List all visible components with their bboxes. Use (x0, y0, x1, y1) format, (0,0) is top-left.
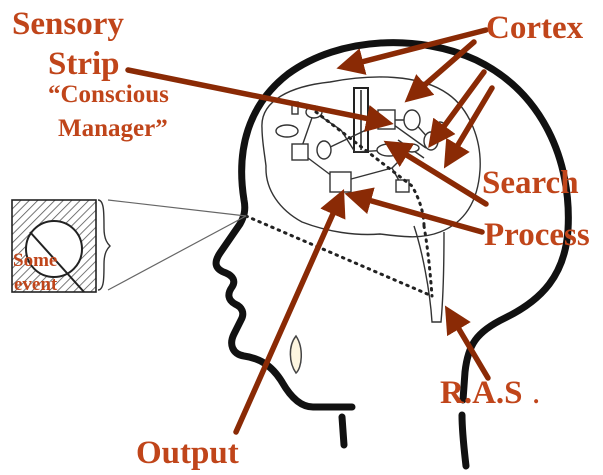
dotted-path-input (246, 216, 432, 296)
label-ras-dot: . (533, 382, 539, 409)
arrow-search (392, 146, 486, 204)
label-sensory: Sensory (12, 6, 124, 42)
label-conscious: “Conscious (48, 81, 169, 108)
event-line-bottom (108, 216, 246, 290)
label-process: Process (484, 217, 590, 253)
arrow-ras (450, 314, 488, 378)
label-some: Some (13, 250, 57, 271)
label-manager: Manager” (58, 115, 168, 142)
label-ras: R.A.S (440, 375, 523, 411)
event-brace (98, 200, 110, 290)
neck (342, 417, 344, 445)
arrow-output (236, 198, 340, 432)
ear (290, 336, 301, 373)
label-strip: Strip (48, 46, 120, 82)
arrow-cortex-3 (434, 72, 484, 140)
arrow-cortex-4 (449, 88, 492, 160)
arrow-process (354, 196, 482, 232)
label-cortex: Cortex (486, 10, 584, 46)
label-output: Output (136, 435, 239, 471)
arrows (128, 30, 492, 432)
neck-back (462, 415, 466, 466)
label-event: event (14, 274, 58, 295)
event-line-top (108, 200, 246, 216)
label-search: Search (482, 165, 579, 201)
